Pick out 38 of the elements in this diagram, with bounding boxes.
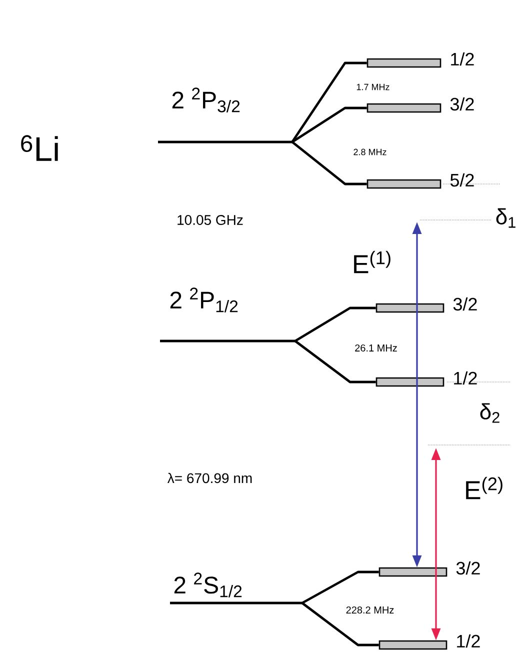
hyperfine-level: 3/2 [376,297,477,313]
text-label: 1.7 MHz [356,84,390,90]
energy-level: 2 $^{2}$S$_{1/2}$ [170,572,302,604]
splitting-line [294,306,376,342]
hyperfine-level: 1/2 [378,634,480,650]
text-label: 26.1 MHz [355,344,397,352]
splitting-line [294,340,376,384]
text-label: 228.2 MHz [346,606,394,614]
node-label: 1/2 [457,634,480,648]
splitting-line [291,141,367,186]
splitting-line [301,602,379,646]
edge-label: E$^{(2)}$ [466,476,502,500]
node-label: 2 $^{2}$P$_{3/2}$ [172,88,240,112]
text-label: δ$_{1}$ [496,208,516,228]
text-label: $^{6}$Li [21,135,58,161]
hyperfine-level: 1/2 [366,52,474,68]
splitting-line [302,570,379,604]
node-label: 3/2 [450,97,474,111]
splitting-line [291,62,367,143]
node-label: 3/2 [456,561,480,575]
text-label: 2.8 MHz [354,148,386,156]
splitting-line [292,106,367,143]
hyperfine-level: 1/2 [376,371,477,387]
node-label: 3/2 [453,297,477,311]
hyperfine-level: 5/2 [366,173,474,189]
node-label: 1/2 [451,52,474,66]
text-label: 10.05 GHz [178,215,243,225]
text-label: λ= 670.99 nm [167,472,252,484]
node-label: 5/2 [450,173,474,187]
energy-level: 2 $^{2}$P$_{3/2}$ [158,88,292,144]
edge-label: E$^{(1)}$ [354,250,390,274]
hyperfine-level: 3/2 [366,97,474,113]
node-label: 2 $^{2}$P$_{1/2}$ [170,288,238,312]
node-label: 1/2 [454,371,477,385]
hyperfine-level: 3/2 [378,561,480,577]
node-label: 2 $^{2}$S$_{1/2}$ [174,572,242,598]
energy-level: 2 $^{2}$P$_{1/2}$ [160,288,295,342]
text-label: δ$_{2}$ [480,403,500,423]
